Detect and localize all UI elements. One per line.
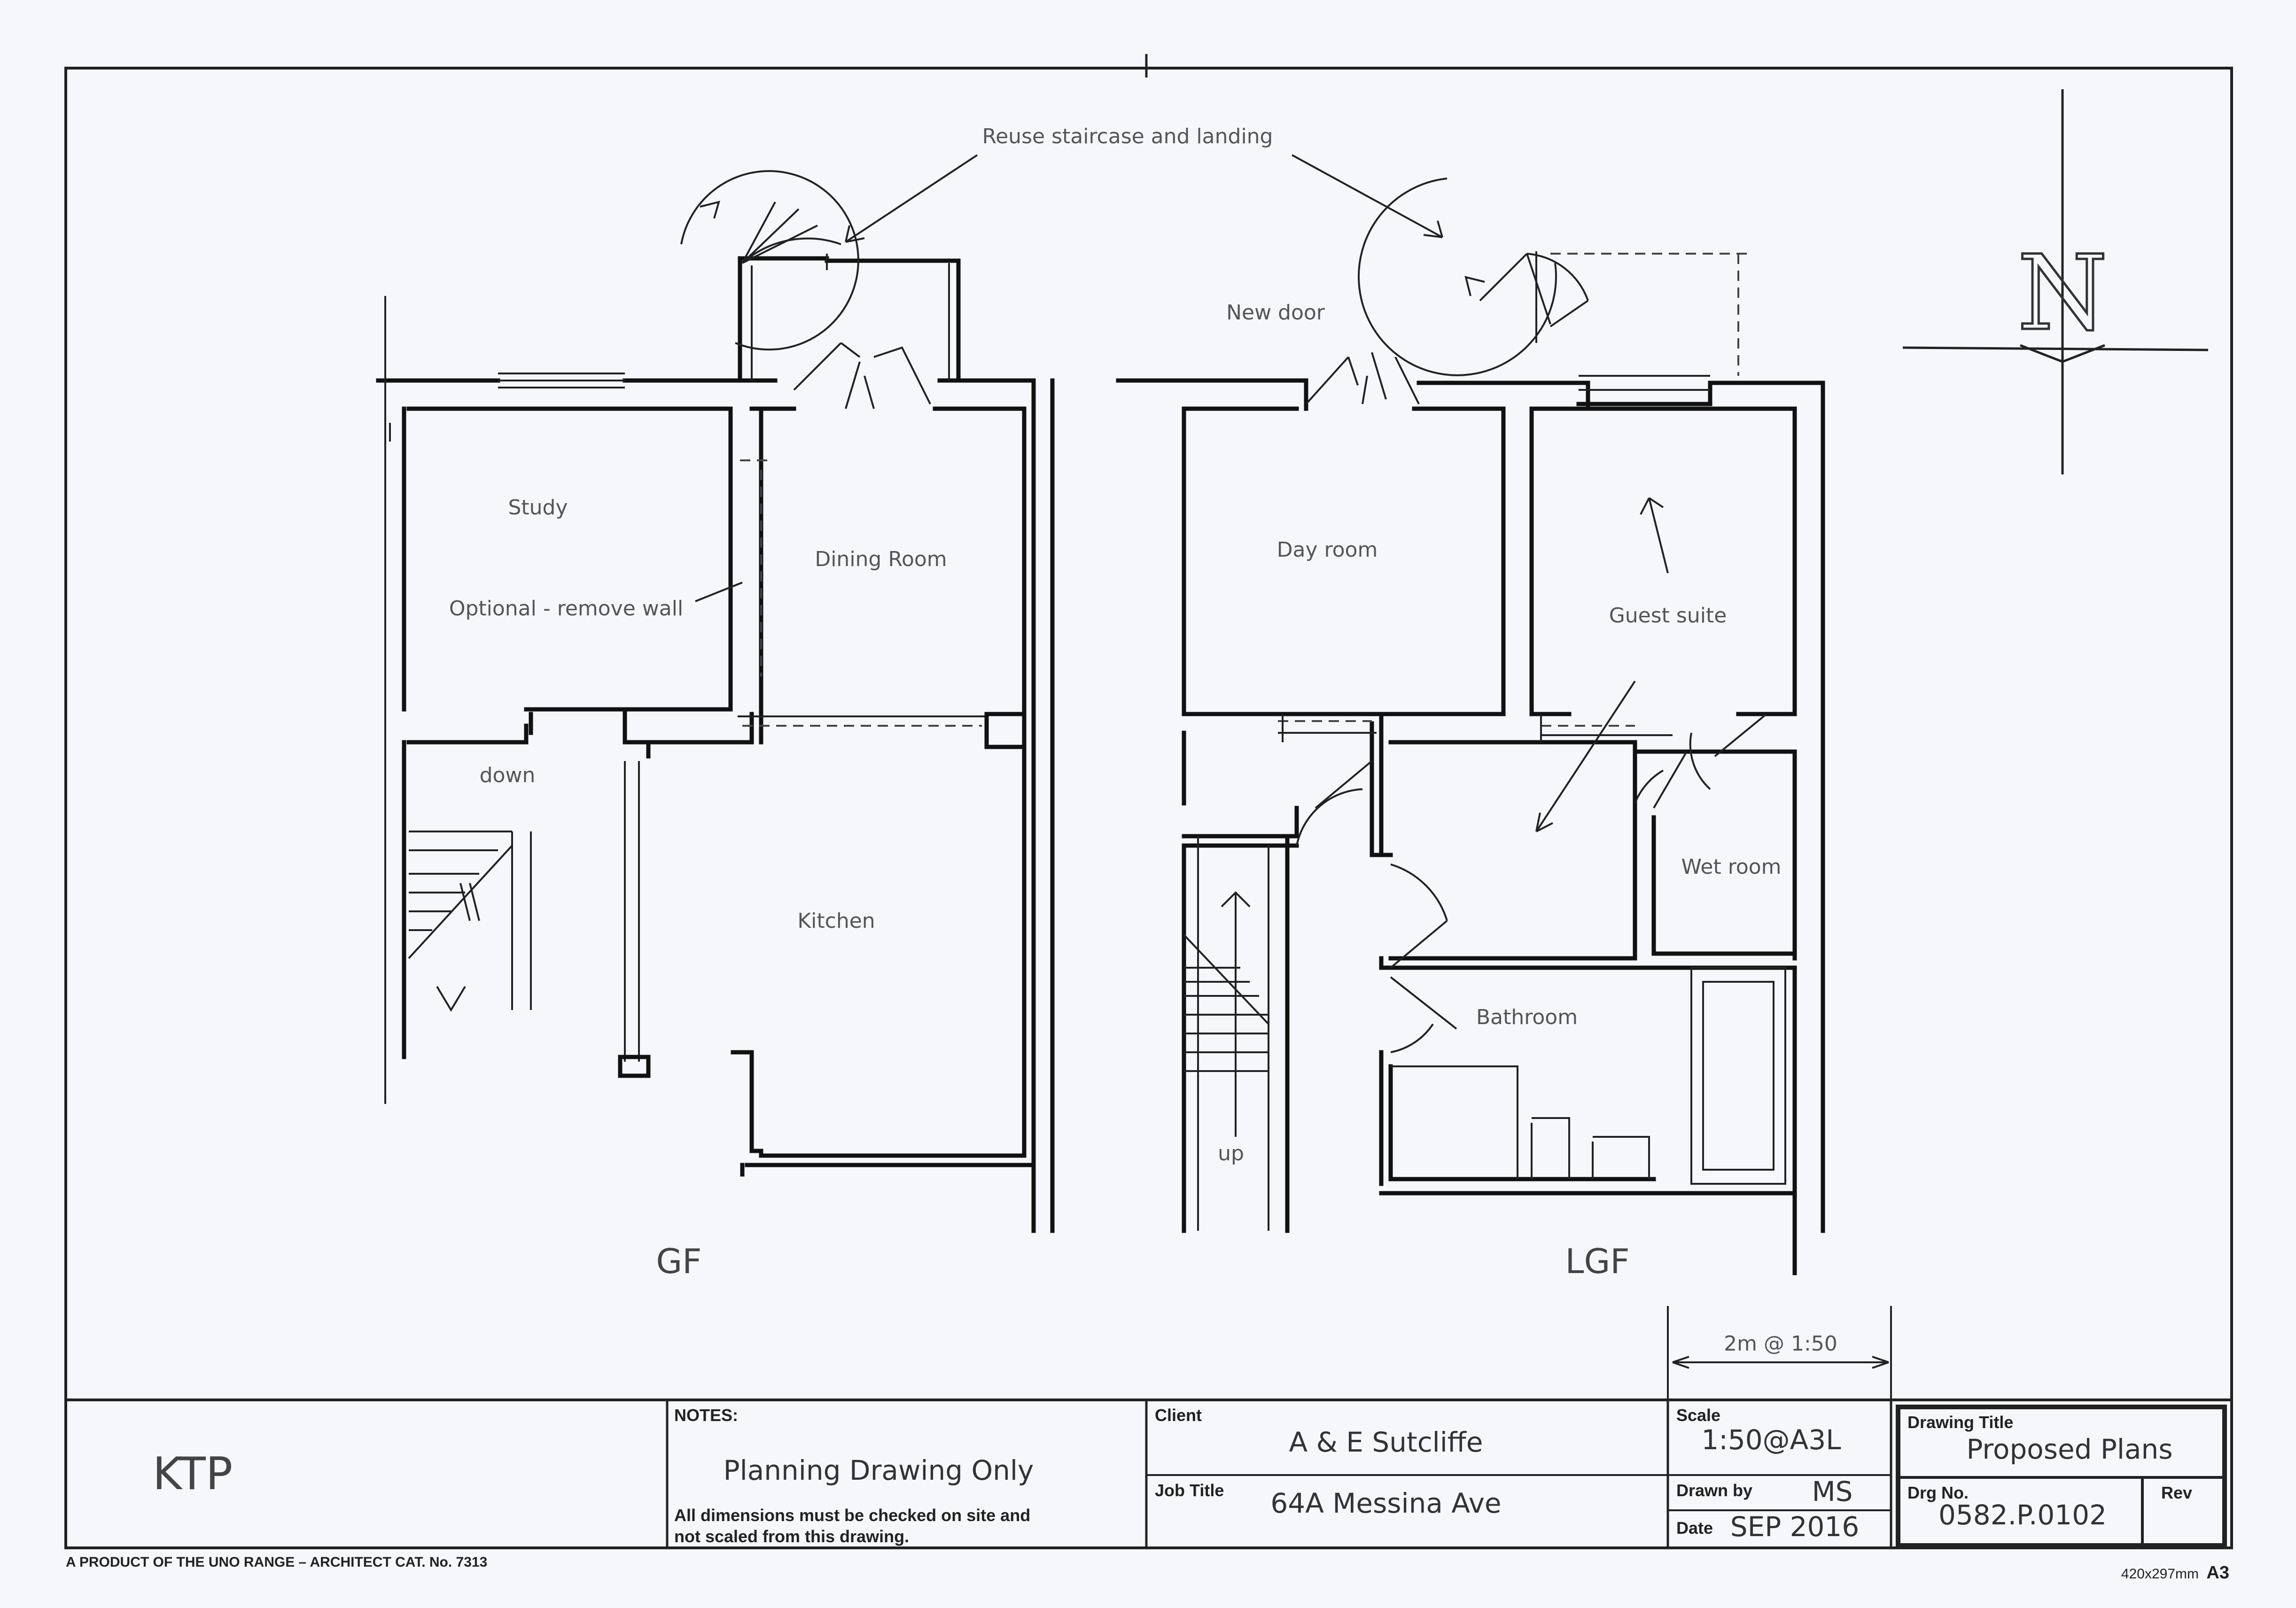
client-value: A & E Sutcliffe [1289, 1426, 1483, 1458]
drawing-title-value: Proposed Plans [1966, 1433, 2172, 1465]
room-label-guest-suite: Guest suite [1609, 604, 1727, 628]
drawn-by-label: Drawn by [1676, 1481, 1752, 1500]
scale-value: 1:50@A3L [1701, 1424, 1841, 1456]
drg-no-label: Drg No. [1907, 1483, 1969, 1502]
notes-line-2: not scaled from this drawing. [674, 1527, 909, 1546]
footer-catalogue: A PRODUCT OF THE UNO RANGE – ARCHITECT C… [66, 1554, 487, 1570]
floor-label-gf: GF [656, 1242, 701, 1281]
room-label-wet-room: Wet room [1681, 855, 1781, 879]
gf-plan [376, 154, 1055, 1233]
notes-main: Planning Drawing Only [724, 1454, 1034, 1486]
scale-bar [1667, 1306, 1892, 1400]
client-label: Client [1155, 1406, 1202, 1425]
date-value: SEP 2016 [1730, 1511, 1859, 1543]
footer-paper-size: 420x297mm [2121, 1566, 2199, 1582]
notes-line-1: All dimensions must be checked on site a… [674, 1506, 1030, 1525]
floor-label-lgf: LGF [1565, 1242, 1629, 1281]
lgf-plan [1116, 154, 1825, 1275]
date-label: Date [1676, 1518, 1713, 1538]
notes-heading: NOTES: [674, 1406, 738, 1425]
job-title-label: Job Title [1155, 1481, 1224, 1500]
room-label-day-room: Day room [1277, 538, 1378, 562]
footer-sheet-size: A3 [2206, 1563, 2229, 1583]
north-arrow [1902, 89, 2209, 474]
room-label-bathroom: Bathroom [1476, 1005, 1578, 1029]
room-label-study: Study [508, 496, 568, 520]
reuse-staircase-note: Reuse staircase and landing [982, 124, 1273, 148]
scale-label: Scale [1676, 1406, 1720, 1425]
stair-down-label: down [480, 763, 536, 787]
stair-up-label: up [1218, 1142, 1244, 1165]
sheet-border [64, 67, 2233, 1549]
rev-label: Rev [2161, 1483, 2192, 1502]
drawn-by-value: MS [1812, 1476, 1853, 1507]
drg-no-value: 0582.P.0102 [1938, 1499, 2107, 1531]
new-door-note: New door [1226, 301, 1325, 325]
practice-name: KTP [153, 1448, 233, 1500]
scale-bar-label: 2m @ 1:50 [1724, 1332, 1837, 1356]
north-letter: N [2017, 233, 2108, 353]
room-label-kitchen: Kitchen [797, 909, 875, 933]
drawing-title-label: Drawing Title [1907, 1413, 2013, 1432]
title-block [66, 1398, 2232, 1548]
remove-wall-note: Optional - remove wall [449, 597, 683, 621]
room-label-dining-room: Dining Room [815, 547, 947, 571]
job-title-value: 64A Messina Ave [1270, 1487, 1501, 1519]
